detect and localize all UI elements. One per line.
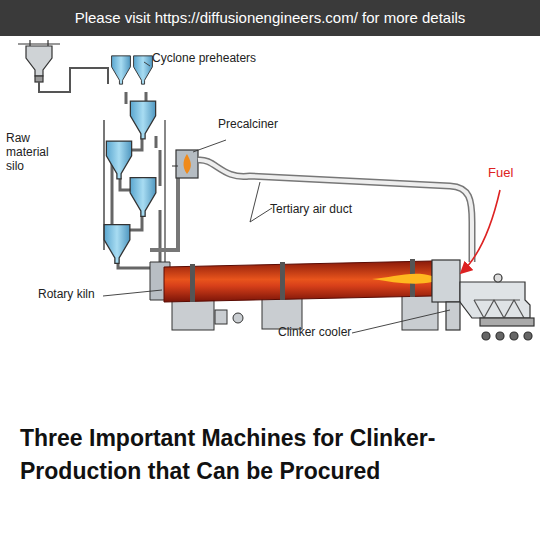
gas-ducts [104,92,178,268]
part-label: Cyclone preheaters [152,52,256,66]
part-label: Tertiary air duct [270,203,352,217]
tertiary-air-duct [198,160,472,262]
banner-text: Please visit https://diffusionengineers.… [75,9,466,26]
part-label: Clinker cooler [278,326,351,340]
fuel-label: Fuel [488,166,513,181]
precalciner [172,150,198,178]
leader-lines [103,62,450,333]
cyclone-preheaters [104,56,156,263]
rotary-kiln [164,259,432,302]
part-label: Precalciner [218,118,278,132]
fuel-arrow [462,190,500,272]
title: Three Important Machines for Clinker-Pro… [20,422,525,489]
part-label: Raw material silo [6,132,70,173]
part-label: Rotary kiln [38,288,95,302]
raw-material-silo [18,40,60,82]
clinker-cooler [432,260,534,340]
